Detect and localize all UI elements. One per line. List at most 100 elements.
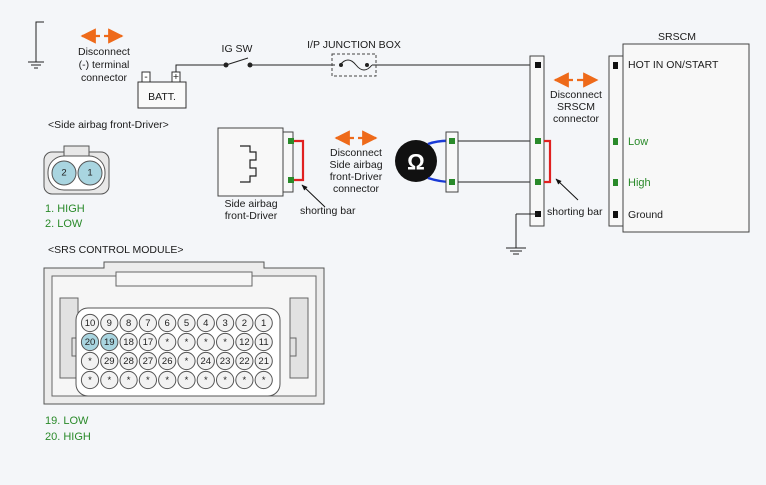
control-module-pin-label: *: [88, 356, 92, 367]
control-module-pin: [177, 351, 196, 371]
control-module-pin: [216, 370, 235, 390]
disconnect-srscm-line1: Disconnect: [550, 89, 602, 101]
junction-box: [331, 53, 377, 77]
control-module-pin: [196, 313, 215, 333]
disconnect-side-line4: connector: [333, 183, 380, 195]
control-module-pin: [119, 332, 138, 352]
disconnect-side-line3: front-Driver: [330, 171, 383, 183]
control-module-pin: [158, 313, 177, 333]
control-module-pin: [80, 313, 100, 333]
disconnect-side-line1: Disconnect: [330, 147, 382, 159]
ohm-symbol: Ω: [407, 150, 425, 175]
control-module-pin-label: *: [223, 337, 227, 348]
srscm-title: SRSCM: [658, 31, 696, 43]
ig-sw-label: IG SW: [222, 43, 253, 55]
battery: - + BATT.: [137, 71, 187, 109]
disconnect-side-line2: Side airbag: [329, 159, 382, 171]
control-module-pin-label: 6: [165, 318, 170, 329]
control-module-pin-label: 9: [107, 318, 112, 329]
control-module-legend-2: 20. HIGH: [45, 431, 91, 443]
ig-switch-contact-a: [223, 62, 229, 68]
ground-symbol-top: [28, 21, 44, 69]
control-module-pin: [216, 313, 235, 333]
side-airbag-label-1: Side airbag: [224, 198, 277, 210]
disconnect-terminal-line3: connector: [81, 72, 128, 84]
control-module-pin: [177, 332, 196, 352]
side-airbag-component: [217, 127, 305, 197]
control-module-pin-label: 26: [162, 356, 173, 367]
control-module-pin: [119, 313, 138, 333]
control-module-pin-label: 5: [184, 318, 189, 329]
control-module-pin-label: 20: [85, 337, 96, 348]
ohmmeter-icon: [395, 140, 437, 182]
control-module-pin: [100, 332, 119, 352]
control-module-pin: [138, 370, 157, 390]
control-module-pin: [254, 351, 273, 371]
battery-plus: +: [173, 71, 179, 83]
control-module-pin-label: 2: [242, 318, 247, 329]
control-module-pin-label: 23: [220, 356, 231, 367]
control-module-pin: [254, 370, 273, 390]
svg-text:2: 2: [61, 168, 66, 179]
battery-label: BATT.: [148, 91, 176, 103]
fuse-icon: [339, 59, 373, 71]
side-airbag-connector-face: 2 1: [43, 145, 110, 195]
control-module-pin-label: *: [204, 375, 208, 386]
control-module-pin: [138, 351, 157, 371]
control-module-pin: [158, 332, 177, 352]
control-module-pin-label: 8: [126, 318, 131, 329]
control-module-header: <SRS CONTROL MODULE>: [48, 244, 184, 256]
control-module-pin: [196, 351, 215, 371]
disconnect-terminal-line2: (-) terminal: [79, 59, 130, 71]
battery-minus: -: [144, 71, 148, 83]
control-module-pin-label: 22: [239, 356, 250, 367]
side-airbag-label-2: front-Driver: [225, 210, 278, 222]
intermediate-connector: [445, 131, 459, 193]
control-module-pin: [196, 332, 215, 352]
srscm-pin-high: High: [628, 177, 651, 189]
srscm-pin-hot: HOT IN ON/START: [628, 59, 719, 71]
control-module-pin-label: 27: [143, 356, 154, 367]
control-module-pin-label: 10: [85, 318, 96, 329]
power-wire: [175, 57, 538, 72]
control-module-pin-label: *: [185, 356, 189, 367]
control-module-pin: [80, 332, 100, 352]
control-module-pin-label: *: [223, 375, 227, 386]
control-module-pin: [100, 313, 119, 333]
control-module-pin: [254, 313, 273, 333]
disconnect-terminal-line1: Disconnect: [78, 46, 130, 58]
srscm-harness-connector: [529, 55, 552, 227]
shorting-bar-pointer-left: [301, 184, 326, 208]
control-module-pin: [100, 370, 119, 390]
control-module-pin-label: 28: [123, 356, 134, 367]
control-module-pin-label: 3: [222, 318, 227, 329]
control-module-pin-label: 21: [258, 356, 269, 367]
control-module-pin-label: 17: [143, 337, 154, 348]
control-module-legend-1: 19. LOW: [45, 415, 89, 427]
control-module-pin: [138, 313, 157, 333]
control-module-pin-label: 7: [145, 318, 150, 329]
ig-switch-contact-b: [247, 62, 253, 68]
control-module-pin-label: *: [146, 375, 150, 386]
control-module-pin-label: *: [88, 375, 92, 386]
side-airbag-pin-1: [77, 160, 103, 186]
control-module-pin: [235, 332, 254, 352]
control-module-pin: [138, 332, 157, 352]
control-module-pin-label: *: [262, 375, 266, 386]
control-module-pin: [216, 332, 235, 352]
junction-box-label: I/P JUNCTION BOX: [307, 39, 401, 51]
srscm-pin-low: Low: [628, 136, 648, 148]
disconnect-srscm-line3: connector: [553, 113, 600, 125]
control-module-pin-label: *: [107, 375, 111, 386]
control-module-pin-label: *: [165, 337, 169, 348]
control-module-pin-label: 24: [201, 356, 212, 367]
control-module-pin: [80, 370, 100, 390]
svg-text:1: 1: [87, 168, 92, 179]
side-airbag-legend-2: 2. LOW: [45, 218, 83, 230]
control-module-pin-label: 18: [123, 337, 134, 348]
control-module-pin-label: 29: [104, 356, 115, 367]
control-module-pin-label: 11: [259, 337, 269, 348]
